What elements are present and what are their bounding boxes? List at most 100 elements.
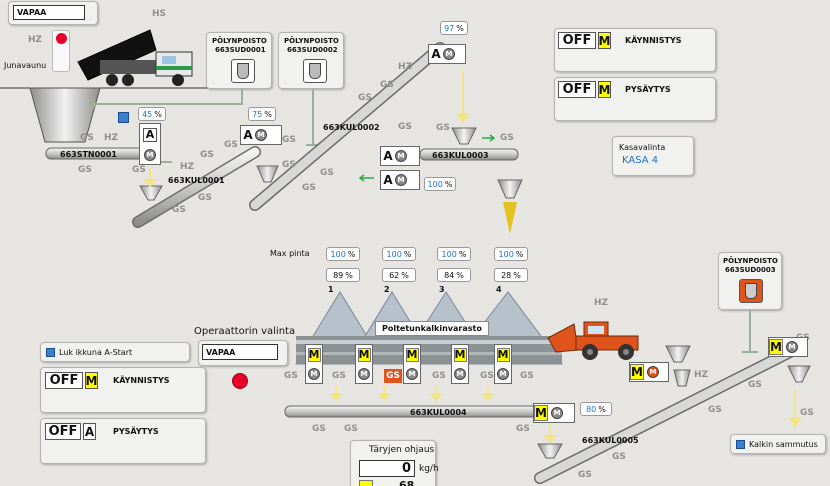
gs-alarm-badge[interactable]: GS bbox=[384, 369, 402, 383]
auto-button[interactable]: A bbox=[83, 423, 96, 440]
gs-label: GS bbox=[708, 405, 722, 415]
start-label: KÄYNNISTYS bbox=[625, 36, 682, 45]
auto-button[interactable]: A bbox=[243, 128, 253, 142]
stn0001-control[interactable]: A M bbox=[139, 123, 161, 165]
auto-button[interactable]: A bbox=[143, 127, 157, 142]
kgh-unit: kg/h bbox=[419, 464, 439, 474]
auto-button[interactable]: A bbox=[383, 173, 393, 187]
motor-icon[interactable]: M bbox=[395, 174, 407, 186]
speed-kul0004: 80% bbox=[580, 402, 612, 416]
motor-icon[interactable]: M bbox=[497, 368, 509, 380]
dust-duct-4 bbox=[159, 135, 172, 163]
kul0001-label: 663KUL0001 bbox=[168, 176, 225, 185]
manual-button[interactable]: M bbox=[598, 32, 611, 49]
gs-label: GS bbox=[224, 140, 238, 150]
motor-icon[interactable]: M bbox=[308, 368, 320, 380]
off-button[interactable]: OFF bbox=[558, 81, 596, 98]
dust-collector-1[interactable]: PÖLYNPOISTO 663SUD0001 bbox=[206, 32, 272, 89]
direction-arrows bbox=[358, 134, 496, 182]
window-icon bbox=[46, 347, 55, 357]
status-panel: VAPAA bbox=[8, 1, 98, 25]
speed-stn0001: 45% bbox=[138, 107, 166, 121]
filter-alarm-icon bbox=[739, 279, 763, 303]
dust-collector-3[interactable]: PÖLYNPOISTO 663SUD0003 bbox=[718, 252, 782, 310]
belt-kul0003 bbox=[419, 148, 519, 161]
gs-label: GS bbox=[432, 371, 446, 381]
gs-label: GS bbox=[282, 160, 296, 170]
kgh-value[interactable]: 0 bbox=[359, 460, 415, 477]
motor-icon[interactable]: M bbox=[454, 368, 466, 380]
outfeed-5-control[interactable]: M M bbox=[494, 344, 512, 384]
gs-label: GS bbox=[282, 135, 296, 145]
stop-label: PYSÄYTYS bbox=[625, 85, 671, 94]
info-icon[interactable] bbox=[118, 112, 129, 123]
vibrator-mode-button[interactable] bbox=[359, 480, 373, 486]
kul0004-label: 663KUL0004 bbox=[410, 408, 467, 417]
auto-button[interactable]: A bbox=[431, 47, 441, 61]
outfeed-4-control[interactable]: M M bbox=[451, 344, 469, 384]
chute-4 bbox=[497, 179, 523, 199]
motor-icon[interactable]: M bbox=[551, 407, 563, 419]
motor-icon[interactable]: M bbox=[406, 368, 418, 380]
manual-button[interactable]: M bbox=[630, 364, 644, 380]
manual-button[interactable]: M bbox=[496, 348, 510, 362]
off-button[interactable]: OFF bbox=[45, 423, 81, 440]
gs-label: GS bbox=[398, 122, 412, 132]
dust-duct-1 bbox=[95, 88, 243, 105]
lime-slaking-button[interactable]: Kalkin sammutus bbox=[730, 434, 826, 454]
gs-label: GS bbox=[380, 80, 394, 90]
dust-duct-2 bbox=[306, 88, 320, 146]
motor-icon[interactable]: M bbox=[358, 368, 370, 380]
luk-window-button[interactable]: Luk ikkuna A-Start bbox=[40, 342, 190, 362]
auto-button[interactable]: A bbox=[383, 149, 393, 163]
off-button[interactable]: OFF bbox=[45, 372, 83, 389]
motor-icon[interactable]: M bbox=[255, 129, 267, 141]
hz-label-1: HZ bbox=[28, 35, 43, 45]
manual-button[interactable]: M bbox=[769, 339, 783, 355]
stop-panel-top: OFF M PYSÄYTYS bbox=[554, 77, 716, 121]
manual-button[interactable]: M bbox=[453, 348, 467, 362]
off-button[interactable]: OFF bbox=[558, 32, 596, 49]
lime-slaking-label: Kalkin sammutus bbox=[749, 439, 818, 449]
outfeed-2-control[interactable]: M M bbox=[355, 344, 373, 384]
hz-label: HZ bbox=[594, 298, 609, 308]
motor-icon[interactable]: M bbox=[443, 48, 455, 60]
conveyor-kul0001 bbox=[132, 146, 261, 228]
kul0005-label: 663KUL0005 bbox=[582, 436, 639, 445]
manual-button[interactable]: M bbox=[357, 348, 371, 362]
manual-button[interactable]: M bbox=[598, 81, 611, 98]
outfeed-3-control[interactable]: M M bbox=[403, 344, 421, 384]
manual-button[interactable]: M bbox=[405, 348, 419, 362]
dust-collector-2[interactable]: PÖLYNPOISTO 663SUD0002 bbox=[278, 32, 344, 89]
manual-button[interactable]: M bbox=[534, 405, 548, 421]
pile-select-label: Kasavalinta bbox=[619, 143, 666, 152]
gs-label: GS bbox=[172, 205, 186, 215]
motor-icon[interactable]: M bbox=[786, 341, 798, 353]
vibrator-partial-value: 68 bbox=[399, 479, 415, 486]
motor-icon[interactable]: M bbox=[395, 150, 407, 162]
motor-alarm-icon[interactable]: M bbox=[647, 366, 659, 378]
operator-choice-value[interactable]: VAPAA bbox=[202, 344, 278, 360]
chute-7 bbox=[665, 345, 691, 363]
distributor-arrow bbox=[503, 202, 517, 234]
pile-select-panel[interactable]: Kasavalinta KASA 4 bbox=[612, 136, 694, 176]
manual-button[interactable]: M bbox=[307, 348, 321, 362]
start-panel-bottom: OFF M KÄYNNISTYS bbox=[40, 367, 206, 413]
chute-2 bbox=[256, 165, 279, 183]
gs-label: GS bbox=[516, 424, 530, 434]
outfeed-1-control[interactable]: M M bbox=[305, 344, 323, 384]
motor-icon[interactable]: M bbox=[144, 148, 156, 161]
pile2-number: 2 bbox=[384, 285, 390, 294]
manual-button[interactable]: M bbox=[85, 372, 98, 389]
red-light-icon bbox=[55, 33, 67, 44]
chute-1 bbox=[139, 185, 163, 201]
pile-select-value: KASA 4 bbox=[622, 155, 659, 166]
